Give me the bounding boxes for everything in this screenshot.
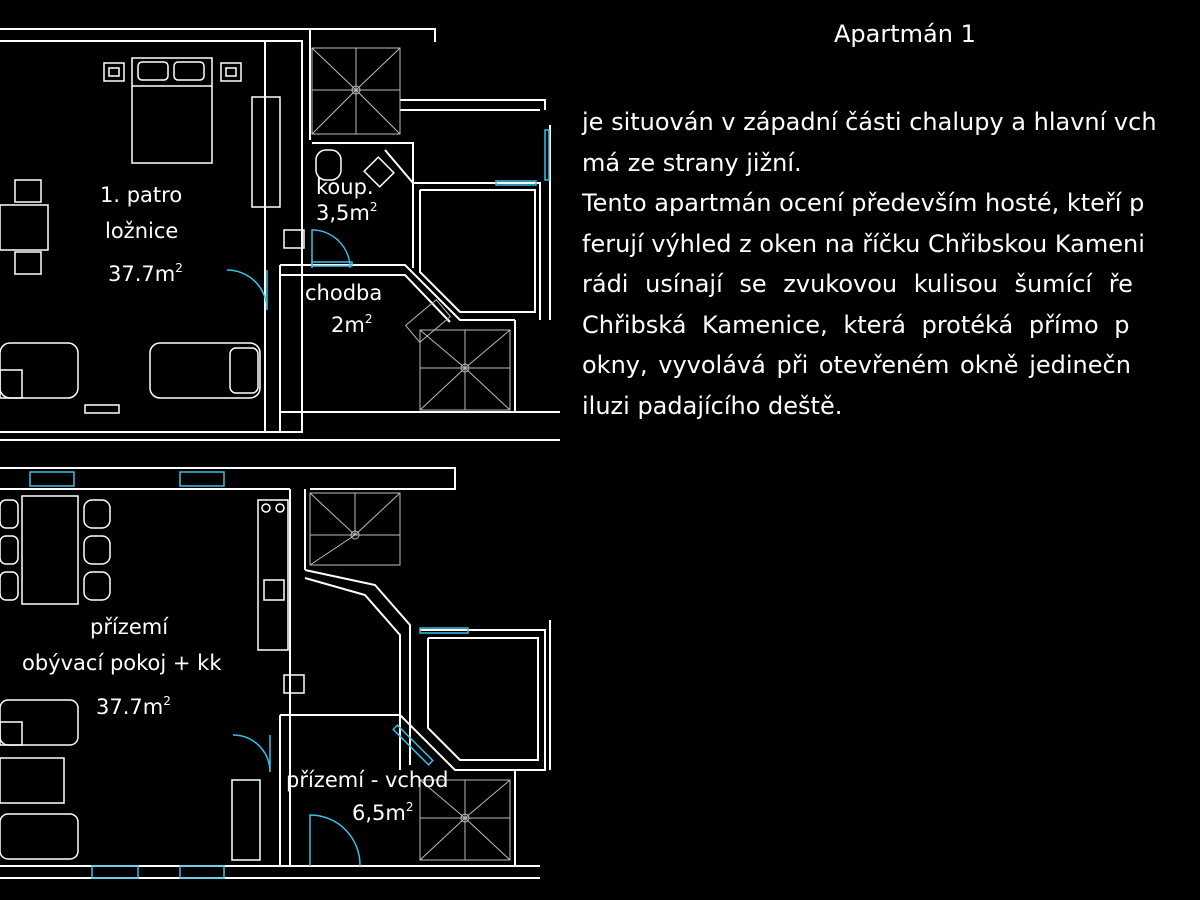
bedroom-name-label: ložnice	[105, 219, 178, 243]
corridor-area-label: 2m2	[331, 312, 372, 337]
floor-plan: 1. patro ložnice 37.7m2 koup. 3,5m2 chod…	[0, 28, 560, 879]
living-name-label: obývací pokoj + kk	[22, 651, 222, 675]
bedroom-floor-label: 1. patro	[100, 183, 182, 207]
upper-stairs	[311, 47, 511, 411]
description-line: iluzi padajícího deště.	[582, 391, 843, 420]
description: je situován v západní části chalupy a hl…	[582, 102, 1200, 426]
description-line: Tento apartmán ocení především hosté, kt…	[582, 189, 1145, 217]
ground-floor-windows	[29, 471, 469, 879]
bedroom-area-label: 37.7m2	[108, 261, 183, 286]
upper-floor-windows	[226, 129, 550, 311]
description-line: Chřibská Kamenice, která protéká přímo p	[582, 310, 1130, 339]
heading: Apartmán 1	[834, 20, 976, 48]
entrance-area-label: 6,5m2	[352, 800, 414, 825]
corridor-name-label: chodba	[305, 281, 382, 305]
upper-floor-walls	[0, 28, 560, 441]
ground-furniture	[0, 495, 305, 861]
description-line: rádi usínají se zvukovou kulisou šumící …	[582, 270, 1133, 298]
description-line: má ze strany jižní.	[582, 148, 802, 177]
description-line: je situován v západní části chalupy a hl…	[582, 108, 1157, 136]
bath-name-label: koup.	[316, 175, 374, 199]
bedroom-furniture	[0, 57, 395, 414]
living-floor-label: přízemí	[90, 615, 169, 639]
description-line: okny, vyvolává při otevřeném okně jedine…	[582, 351, 1131, 379]
bath-area-label: 3,5m2	[316, 200, 378, 225]
ground-stairs	[309, 492, 511, 861]
ground-floor-walls	[0, 467, 551, 879]
entrance-name-label: přízemí - vchod	[286, 768, 448, 792]
description-line: ferují výhled z oken na říčku Chřibskou …	[582, 229, 1145, 258]
living-area-label: 37.7m2	[96, 694, 171, 719]
